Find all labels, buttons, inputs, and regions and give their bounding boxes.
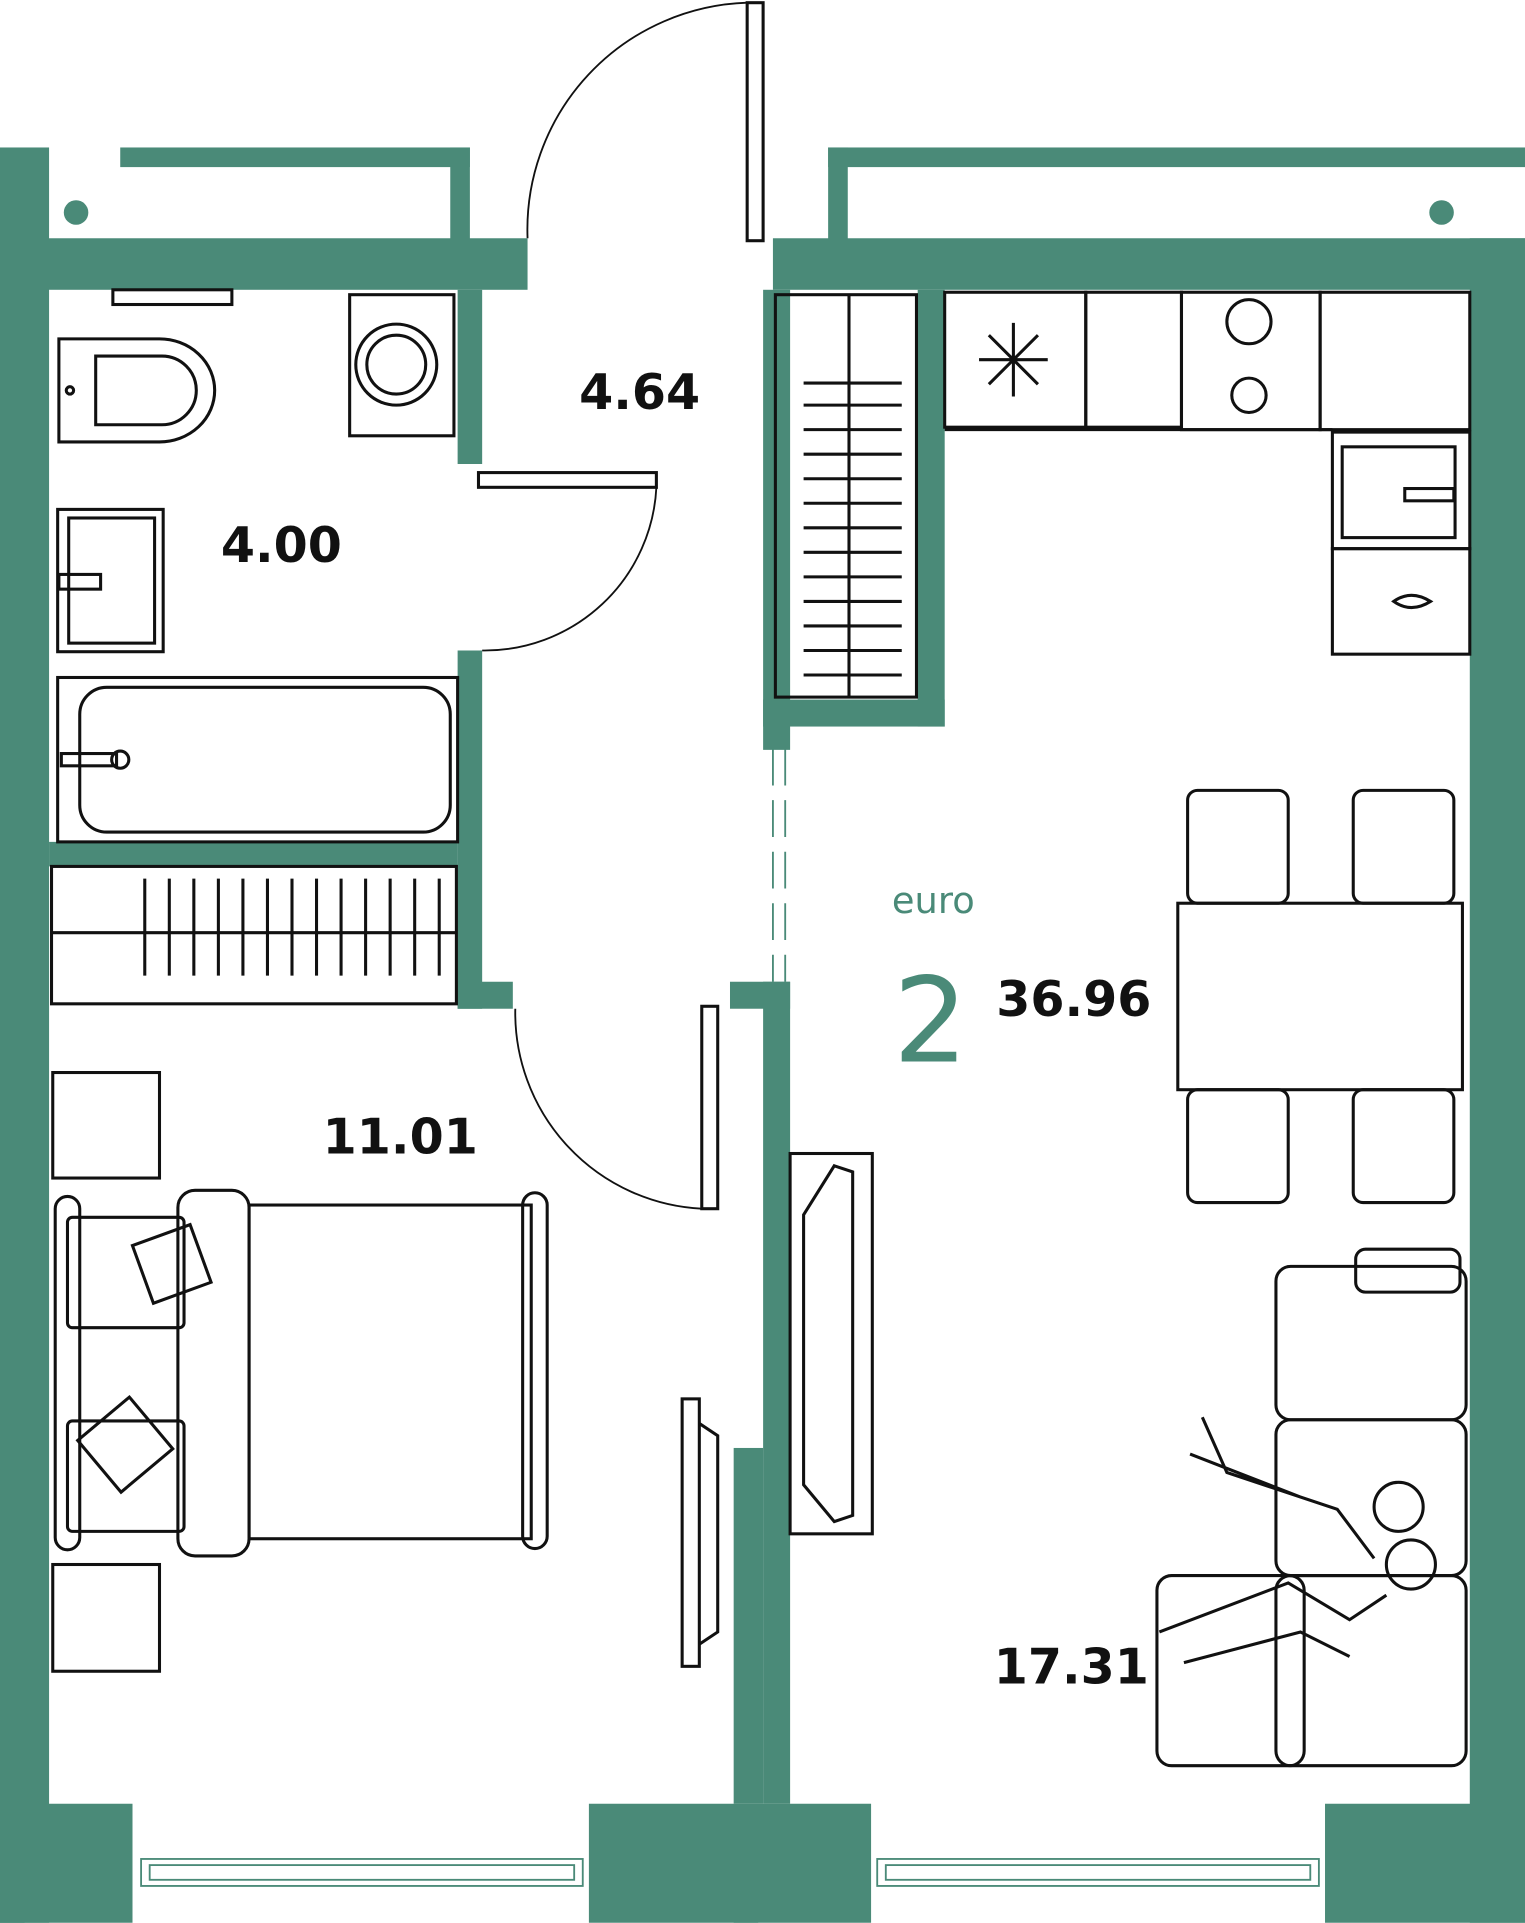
- living-area-label: 17.31: [994, 1638, 1149, 1696]
- snowflake-icon: [979, 322, 1048, 397]
- radiators: [49, 293, 919, 1006]
- kitchen-fixtures: [943, 290, 1472, 656]
- dining-set: [1176, 788, 1464, 1205]
- total-area-label: 36.96: [996, 970, 1151, 1028]
- doors: [476, 1, 765, 1211]
- windows: [140, 748, 1320, 1887]
- bedroom-area-label: 11.01: [323, 1108, 478, 1166]
- layout-type-label: euro: [892, 879, 975, 922]
- room-count: 2: [893, 952, 968, 1089]
- sofa: [1155, 1247, 1468, 1768]
- bathroom-fixtures: [56, 288, 460, 844]
- hallway-area-label: 4.64: [579, 363, 700, 421]
- tv-units: [680, 1151, 874, 1668]
- bathroom-area-label: 4.00: [221, 516, 342, 574]
- bedroom-furniture: [51, 1070, 549, 1673]
- walls: [0, 147, 1525, 1923]
